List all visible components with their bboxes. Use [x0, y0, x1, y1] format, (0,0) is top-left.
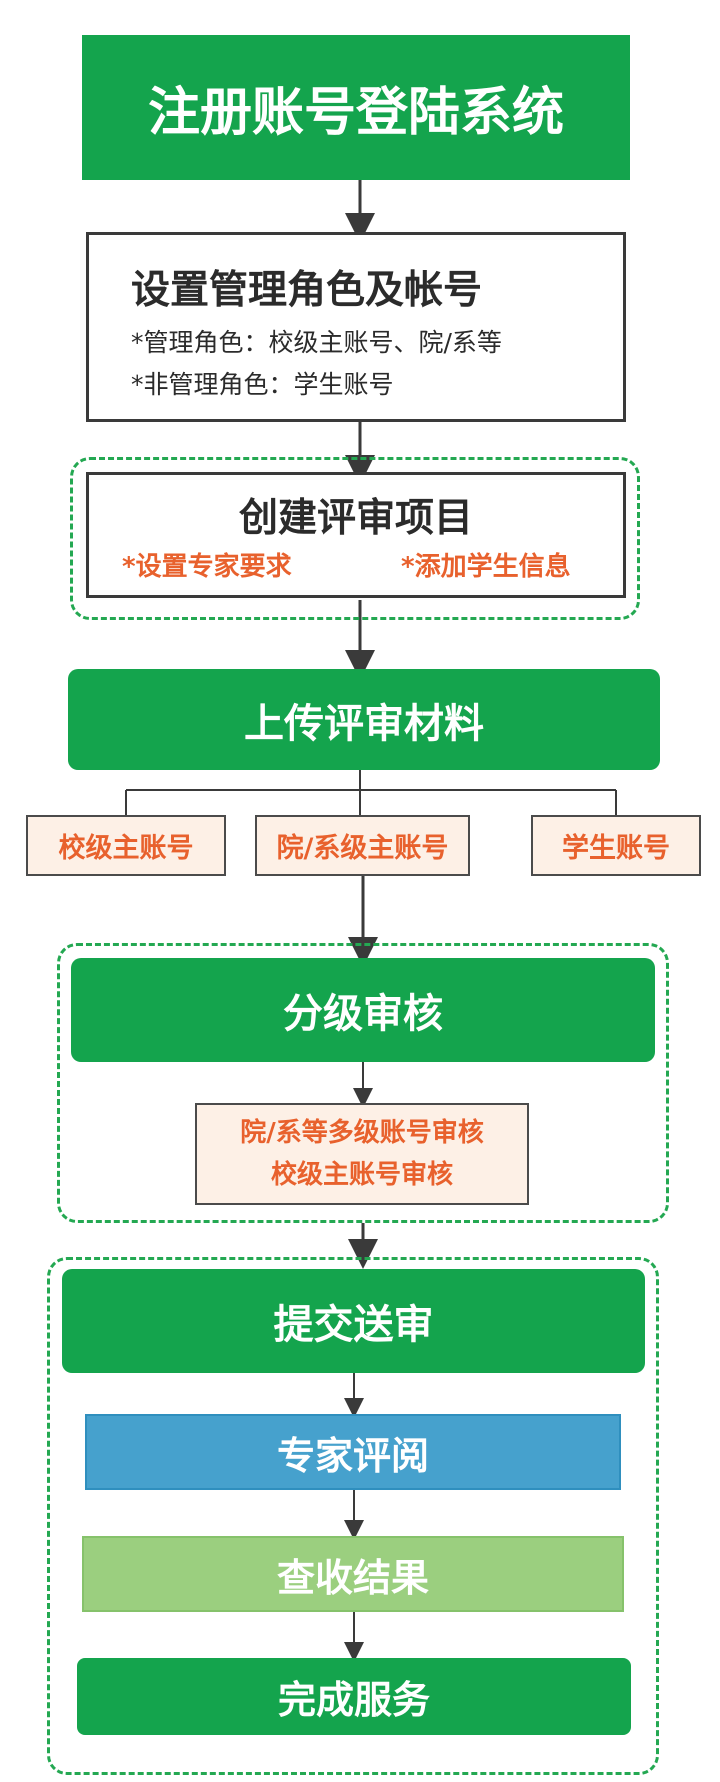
step-expert-review: 专家评阅 — [85, 1414, 621, 1490]
step-expert-review-label: 专家评阅 — [276, 1433, 429, 1478]
step-setup-title: 设置管理角色及帐号 — [131, 268, 483, 313]
step-upload: 上传评审材料 — [68, 669, 660, 770]
step-register: 注册账号登陆系统 — [82, 35, 630, 180]
step-create: 创建评审项目 *设置专家要求 *添加学生信息 — [86, 472, 626, 598]
account-department-main-label: 院/系级主账号 — [276, 833, 449, 864]
account-student-label: 学生账号 — [562, 833, 670, 864]
step-review-detail-line1: 院/系等多级账号审核 — [240, 1118, 484, 1148]
step-setup: 设置管理角色及帐号 *管理角色：校级主账号、院/系等 *非管理角色：学生账号 — [86, 232, 626, 422]
step-setup-line1: *管理角色：校级主账号、院/系等 — [131, 328, 502, 357]
account-department-main: 院/系级主账号 — [255, 815, 470, 876]
step-complete-label: 完成服务 — [277, 1678, 430, 1722]
step-create-note-right: *添加学生信息 — [401, 552, 571, 582]
step-setup-line2: *非管理角色：学生账号 — [131, 370, 394, 399]
account-school-main-label: 校级主账号 — [58, 833, 194, 864]
group-create — [70, 457, 640, 620]
step-create-note-left: *设置专家要求 — [122, 552, 292, 582]
step-create-title: 创建评审项目 — [238, 496, 473, 541]
account-school-main: 校级主账号 — [26, 815, 226, 876]
step-review-label: 分级审核 — [283, 991, 443, 1037]
step-register-label: 注册账号登陆系统 — [147, 83, 564, 143]
step-review-detail: 院/系等多级账号审核 校级主账号审核 — [195, 1103, 529, 1205]
group-submit — [47, 1257, 659, 1775]
step-check-results-label: 查收结果 — [276, 1555, 429, 1600]
group-review — [57, 943, 669, 1223]
step-complete: 完成服务 — [77, 1658, 631, 1735]
step-submit-label: 提交送审 — [273, 1302, 434, 1348]
step-submit: 提交送审 — [62, 1269, 645, 1373]
account-student: 学生账号 — [531, 815, 701, 876]
step-review: 分级审核 — [71, 958, 655, 1062]
step-review-detail-line2: 校级主账号审核 — [270, 1160, 453, 1190]
step-upload-label: 上传评审材料 — [244, 700, 484, 747]
step-check-results: 查收结果 — [82, 1536, 624, 1612]
